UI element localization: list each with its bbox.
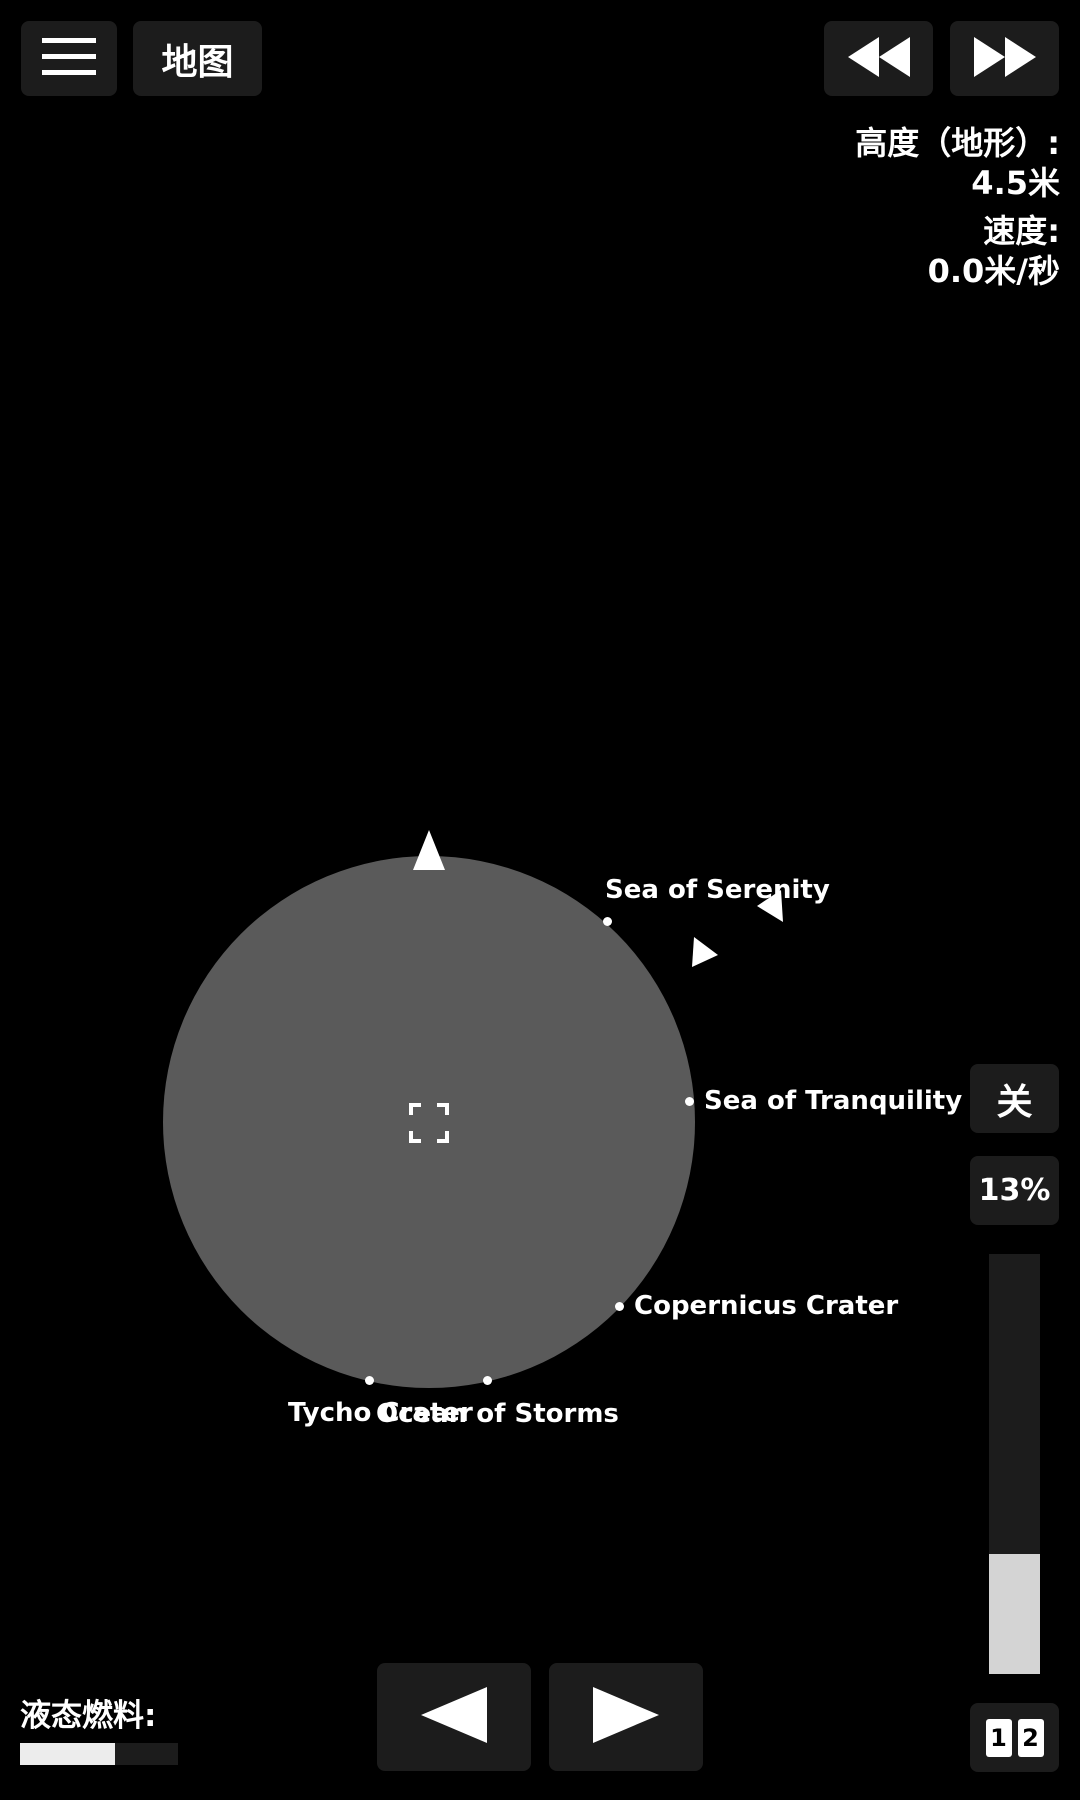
- location-label: Copernicus Crater: [634, 1291, 899, 1321]
- apoapsis-marker-icon[interactable]: [757, 890, 783, 926]
- location-label: Sea of Tranquility: [704, 1086, 963, 1116]
- engine-toggle-button[interactable]: 关: [970, 1064, 1059, 1133]
- speed-label: 速度:: [983, 212, 1060, 250]
- location-label: Sea of Serenity: [605, 875, 830, 905]
- fuel-fill: [20, 1743, 115, 1765]
- focus-target-icon[interactable]: [409, 1103, 449, 1147]
- throttle-fill: [989, 1554, 1040, 1674]
- location-marker-sea-of-serenity[interactable]: [603, 917, 612, 926]
- location-marker-ocean-of-storms[interactable]: [483, 1376, 492, 1385]
- menu-icon: [42, 36, 96, 82]
- stage-2-label: 2: [1017, 1718, 1044, 1757]
- location-marker: [685, 1096, 694, 1106]
- altitude-label: 高度（地形）:: [855, 124, 1060, 162]
- location-label: Tycho Crater: [288, 1398, 473, 1428]
- location-sea-of-serenity[interactable]: Sea of Serenity: [605, 875, 830, 905]
- location-label: Ocean of Storms: [376, 1399, 619, 1429]
- rocket-marker-icon[interactable]: [413, 830, 445, 874]
- fast-forward-button[interactable]: [950, 21, 1059, 96]
- fast-forward-icon: [973, 36, 1036, 81]
- location-marker-tycho-crater[interactable]: [365, 1376, 374, 1385]
- throttle-percent-label: 13%: [978, 1173, 1051, 1208]
- planet[interactable]: [163, 856, 695, 1388]
- fuel-label: 液态燃料:: [20, 1698, 157, 1734]
- location-sea-of-tranquility[interactable]: Sea of Tranquility: [685, 1086, 962, 1116]
- location-copernicus-crater[interactable]: Copernicus Crater: [615, 1291, 898, 1321]
- speed-readout: 速度: 0.0米/秒: [928, 211, 1060, 291]
- play-left-icon: [421, 1687, 487, 1747]
- location-tycho-crater[interactable]: Tycho Crater: [288, 1398, 473, 1428]
- altitude-readout: 高度（地形）: 4.5米: [855, 123, 1060, 203]
- location-ocean-of-storms[interactable]: Ocean of Storms: [376, 1399, 619, 1429]
- fuel-bar: [20, 1743, 178, 1765]
- periapsis-marker-icon[interactable]: [692, 937, 718, 973]
- menu-button[interactable]: [21, 21, 117, 96]
- throttle-percent-button[interactable]: 13%: [970, 1156, 1059, 1225]
- rewind-icon: [847, 36, 910, 81]
- previous-button[interactable]: [377, 1663, 531, 1771]
- map-button[interactable]: 地图: [133, 21, 262, 96]
- altitude-value: 4.5米: [971, 164, 1060, 202]
- rewind-button[interactable]: [824, 21, 933, 96]
- stage-1-label: 1: [985, 1718, 1012, 1757]
- location-marker: [615, 1301, 624, 1311]
- next-button[interactable]: [549, 1663, 703, 1771]
- speed-value: 0.0米/秒: [927, 252, 1060, 290]
- stage-selector-button[interactable]: 1 2: [970, 1703, 1059, 1772]
- throttle-slider[interactable]: [989, 1254, 1040, 1674]
- map-button-label: 地图: [161, 41, 234, 83]
- engine-toggle-label: 关: [996, 1081, 1033, 1123]
- play-right-icon: [593, 1687, 659, 1747]
